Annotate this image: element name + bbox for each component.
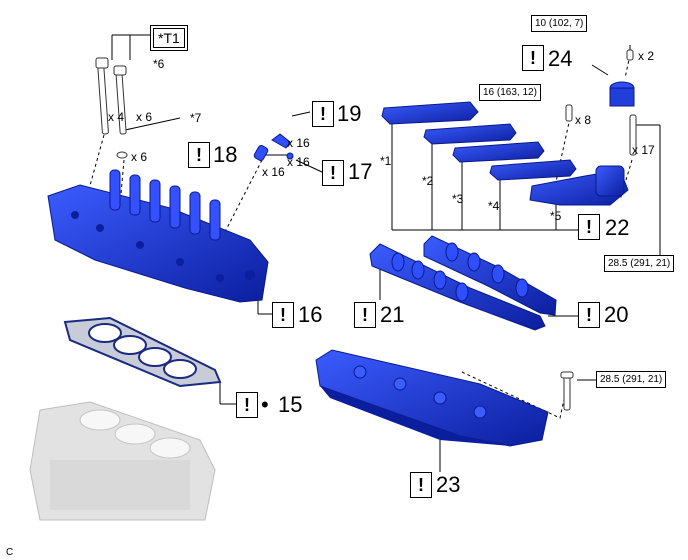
note-5: *5 (550, 209, 562, 223)
part-22-label: 22 (605, 215, 630, 240)
warning-icon: ! (272, 302, 294, 328)
part-15-bullet: • (261, 392, 269, 417)
qty-17-x16: x 16 (287, 155, 310, 169)
note-4: *4 (488, 199, 500, 213)
note-3: *3 (452, 192, 464, 206)
part-23-label: 23 (436, 472, 461, 497)
qty-18-x16: x 16 (262, 165, 285, 179)
warning-icon: ! (578, 302, 600, 328)
figure-code: C (6, 547, 14, 558)
part-24-housing (609, 81, 635, 107)
cylinder-head (47, 169, 269, 303)
qty-bolt-x4: x 4 (108, 110, 125, 124)
head-gasket (63, 316, 222, 388)
head-bolts (95, 57, 128, 159)
torque-spec-lower: 28.5 (291, 21) (596, 371, 667, 388)
part-20-label: 20 (604, 302, 629, 327)
valve-parts (253, 133, 294, 161)
note-7: *7 (190, 111, 202, 125)
warning-icon: ! (522, 45, 544, 71)
camshafts (369, 235, 557, 331)
camshaft-caps (381, 101, 629, 206)
warning-icon: ! (578, 214, 600, 240)
torque-spec-cam-bolt: 16 (163, 12) (479, 84, 541, 101)
warning-icon: ! (354, 302, 376, 328)
tool-tag-t1: *T1 (150, 25, 188, 51)
qty-housing-bolt-x17: x 17 (632, 143, 655, 157)
torque-spec-housing: 28.5 (291, 21) (604, 255, 675, 272)
part-18-label: 18 (213, 142, 238, 167)
note-1: *1 (380, 154, 392, 168)
qty-cam-bolt-x8: x 8 (575, 113, 592, 127)
warning-icon: ! (312, 101, 334, 127)
warning-icon: ! (236, 392, 258, 418)
part-16-label: 16 (298, 302, 323, 327)
warning-icon: ! (322, 160, 344, 186)
qty-19-x16: x 16 (287, 136, 310, 150)
qty-24-bolt-x2: x 2 (638, 49, 655, 63)
part-24-label: 24 (548, 46, 573, 71)
part-15-label: 15 (278, 392, 303, 417)
part-19-label: 19 (337, 101, 362, 126)
small-bolts (560, 49, 637, 411)
engine-block (29, 401, 216, 521)
leader-lines (111, 34, 661, 472)
qty-washer-x6: x 6 (131, 150, 148, 164)
torque-spec-top: 10 (102, 7) (531, 15, 588, 32)
qty-bolt-x6: x 6 (136, 110, 153, 124)
warning-icon: ! (410, 472, 432, 498)
camshaft-housing (315, 349, 549, 447)
part-21-label: 21 (380, 302, 405, 327)
note-6: *6 (153, 57, 165, 71)
note-2: *2 (422, 174, 434, 188)
part-17-label: 17 (348, 159, 373, 184)
warning-icon: ! (188, 142, 210, 168)
